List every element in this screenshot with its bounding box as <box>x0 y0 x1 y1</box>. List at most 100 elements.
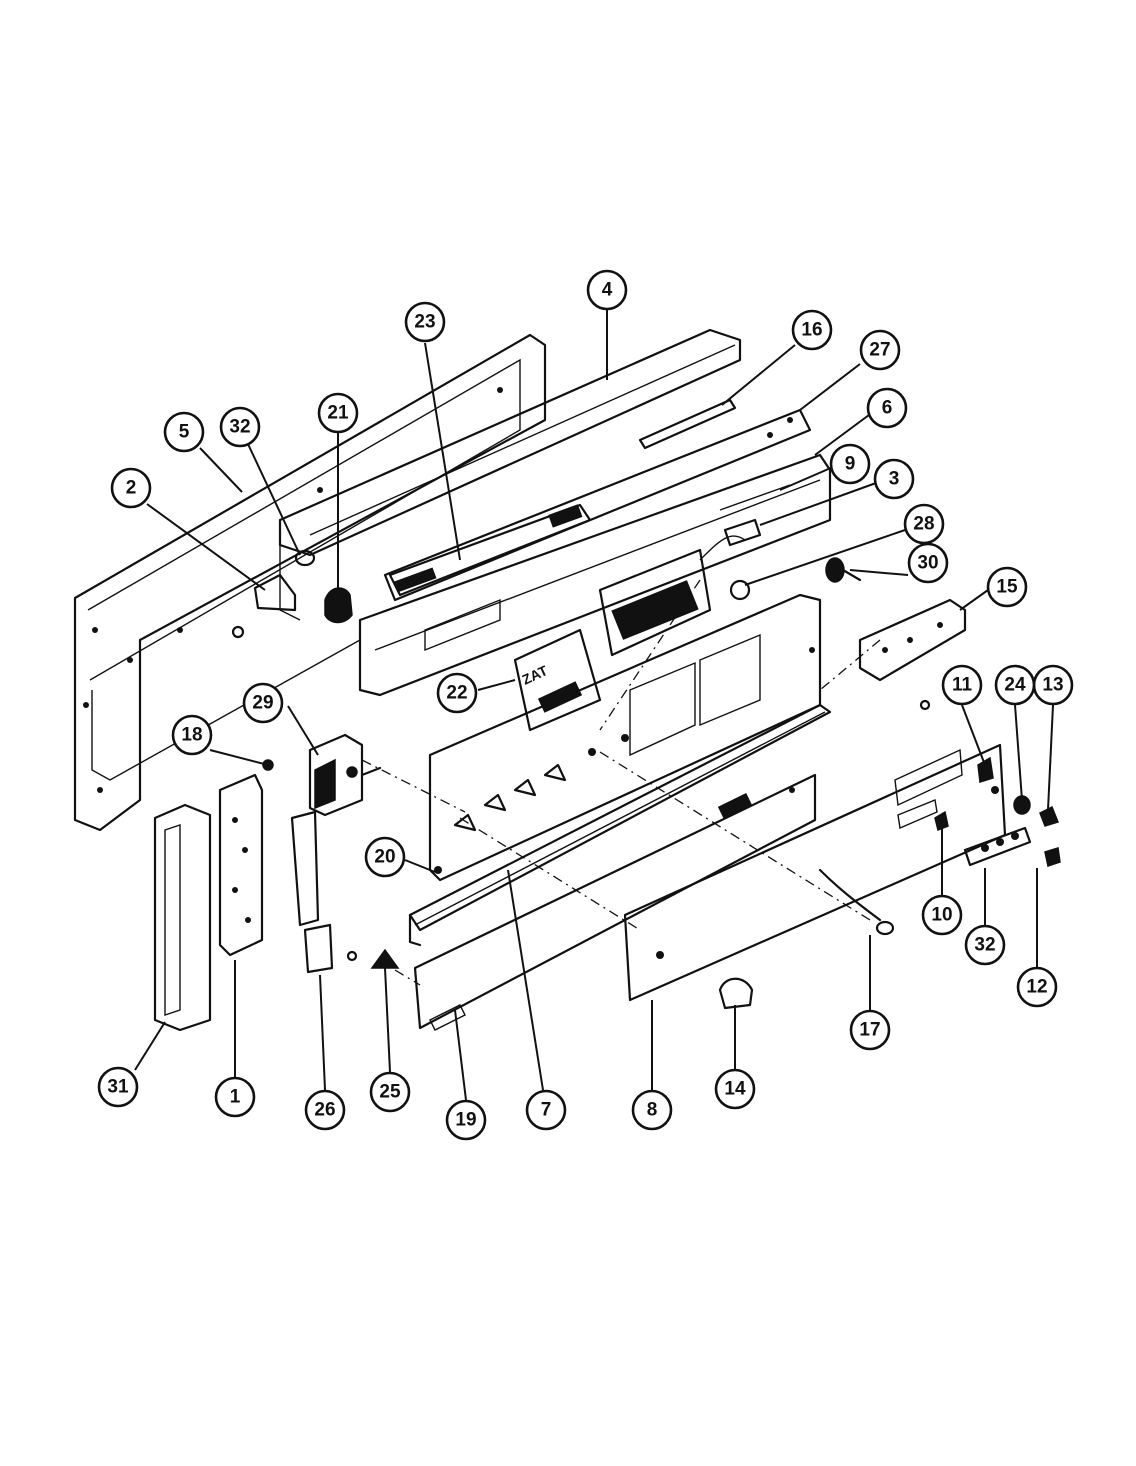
callout-19: 19 <box>445 1099 487 1141</box>
svg-text:13: 13 <box>1042 675 1063 696</box>
svg-text:5: 5 <box>179 422 190 443</box>
svg-text:21: 21 <box>327 403 349 424</box>
leader-27 <box>799 363 861 411</box>
bracket-plate <box>253 573 297 612</box>
svg-text:32: 32 <box>229 417 250 438</box>
svg-text:2: 2 <box>126 478 137 499</box>
leader-19 <box>454 1009 467 1101</box>
control-knob <box>718 977 754 1010</box>
board-marking: ZAT <box>520 662 551 688</box>
svg-text:9: 9 <box>845 454 856 475</box>
alignment-line <box>394 969 421 986</box>
svg-text:29: 29 <box>252 693 273 714</box>
callout-17: 17 <box>849 1009 891 1051</box>
leader-24 <box>1014 704 1023 801</box>
svg-text:20: 20 <box>374 847 395 868</box>
svg-text:10: 10 <box>931 905 952 926</box>
svg-text:16: 16 <box>801 320 822 341</box>
button-strip <box>963 826 1032 867</box>
knob <box>825 557 862 583</box>
callout-32-upper: 32 <box>219 406 261 448</box>
svg-text:15: 15 <box>996 577 1018 598</box>
callout-14: 14 <box>714 1068 756 1110</box>
leader-16 <box>721 344 796 406</box>
callout-13: 13 <box>1032 664 1074 706</box>
callout-26: 26 <box>304 1089 346 1131</box>
svg-text:12: 12 <box>1026 977 1047 998</box>
small-clip <box>723 518 762 547</box>
leader-5 <box>199 447 243 493</box>
callout-11: 11 <box>941 664 983 706</box>
alignment-line <box>819 639 881 691</box>
leader-9 <box>779 466 834 491</box>
leader-18 <box>209 749 269 766</box>
callout-16: 16 <box>791 309 833 351</box>
callout-12: 12 <box>1016 966 1058 1008</box>
circuit-board: ZAT <box>513 628 602 732</box>
svg-text:6: 6 <box>882 398 893 419</box>
callout-2: 2 <box>110 467 152 509</box>
svg-text:7: 7 <box>541 1100 552 1121</box>
leader-30 <box>849 569 909 576</box>
leader-11 <box>961 704 986 766</box>
callout-31: 31 <box>97 1066 139 1108</box>
knob-insert <box>324 587 353 624</box>
leader-6 <box>814 411 874 456</box>
console-trim <box>413 773 817 1031</box>
screw <box>231 625 245 639</box>
side-trim <box>153 803 212 1032</box>
svg-text:23: 23 <box>414 312 435 333</box>
timer-housing <box>598 535 746 657</box>
leader-2 <box>146 503 266 591</box>
washer <box>346 950 358 962</box>
svg-text:17: 17 <box>859 1020 880 1041</box>
svg-text:1: 1 <box>230 1087 241 1108</box>
svg-text:31: 31 <box>107 1077 129 1098</box>
knob-10 <box>934 810 949 832</box>
leader-29 <box>287 705 319 756</box>
svg-text:4: 4 <box>602 280 613 301</box>
svg-text:18: 18 <box>181 725 202 746</box>
leader-31 <box>134 1021 166 1071</box>
leader-26 <box>319 974 326 1091</box>
leader-3 <box>759 482 877 526</box>
callout-27: 27 <box>859 329 901 371</box>
callout-29: 29 <box>242 682 284 724</box>
callout-23: 23 <box>404 301 446 343</box>
callout-6: 6 <box>866 387 908 429</box>
knob-11 <box>977 756 994 783</box>
leader-13 <box>1047 704 1054 811</box>
side-bracket <box>218 773 264 957</box>
top-trim-bar <box>278 328 742 557</box>
svg-text:8: 8 <box>647 1100 658 1121</box>
leader-32-upper <box>247 443 301 556</box>
leader-15 <box>959 589 989 611</box>
svg-text:32: 32 <box>974 935 995 956</box>
svg-text:25: 25 <box>379 1082 401 1103</box>
callout-22: 22 <box>436 672 478 714</box>
callout-4: 4 <box>586 269 628 311</box>
callout-8: 8 <box>631 1089 673 1131</box>
upper-bracket-rail <box>383 408 812 602</box>
svg-text:11: 11 <box>952 675 973 696</box>
svg-text:19: 19 <box>455 1110 476 1131</box>
leader-22 <box>477 679 516 691</box>
rear-panel <box>73 333 547 832</box>
callout-1: 1 <box>214 1076 256 1118</box>
lamp-wire <box>818 868 895 936</box>
main-housing-bracket <box>358 453 832 697</box>
svg-text:30: 30 <box>917 553 938 574</box>
callout-18: 18 <box>171 714 213 756</box>
callout-3: 3 <box>873 458 915 500</box>
callout-20: 20 <box>364 836 406 878</box>
callout-21: 21 <box>317 392 359 434</box>
leader-25 <box>384 967 391 1073</box>
cone-25 <box>370 948 400 969</box>
callout-15: 15 <box>986 566 1028 608</box>
screw-12 <box>1044 847 1061 867</box>
control-switch <box>308 733 382 817</box>
leader-23 <box>424 342 461 561</box>
callout-30: 30 <box>907 542 949 584</box>
callout-32-lower: 32 <box>964 924 1006 966</box>
